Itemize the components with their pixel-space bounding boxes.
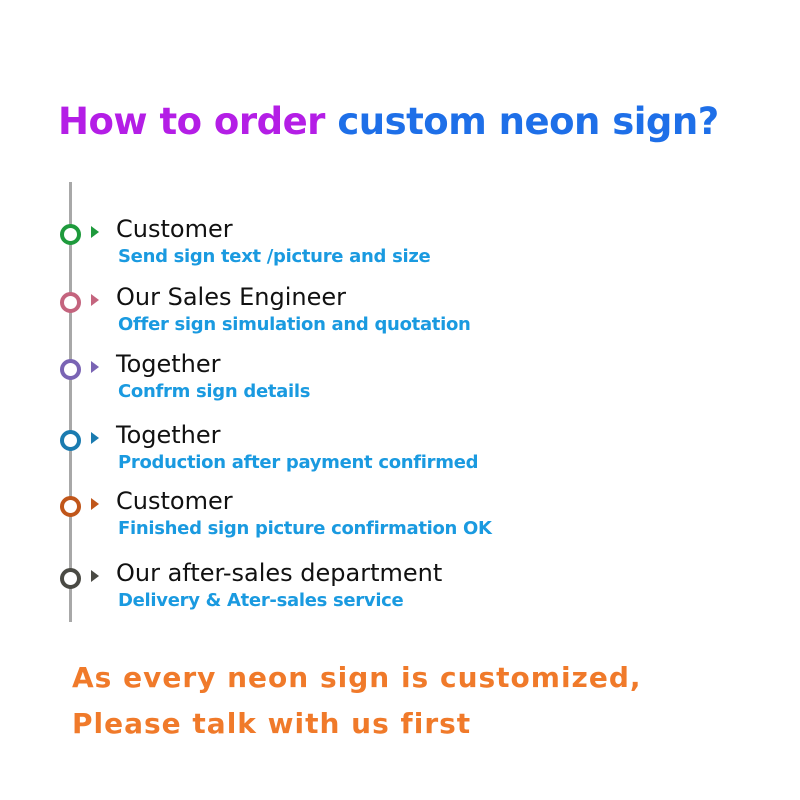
arrow-right-icon xyxy=(91,294,99,306)
ring-bullet-icon xyxy=(60,292,81,313)
step-description: Offer sign simulation and quotation xyxy=(118,314,471,335)
step-title: Together xyxy=(116,350,221,378)
step-description: Send sign text /picture and size xyxy=(118,246,431,267)
page-title: How to order custom neon sign? xyxy=(58,98,719,146)
step-description: Confrm sign details xyxy=(118,381,311,402)
step-title: Together xyxy=(116,421,221,449)
arrow-right-icon xyxy=(91,361,99,373)
step-6: Our after-sales department Delivery & At… xyxy=(0,556,800,616)
step-title: Our Sales Engineer xyxy=(116,283,346,311)
step-description: Production after payment confirmed xyxy=(118,452,479,473)
ring-bullet-icon xyxy=(60,496,81,517)
footer-line-2: Please talk with us first xyxy=(72,707,472,740)
step-5: Customer Finished sign picture confirmat… xyxy=(0,484,800,544)
step-1: Customer Send sign text /picture and siz… xyxy=(0,212,800,272)
ring-bullet-icon xyxy=(60,430,81,451)
step-4: Together Production after payment confir… xyxy=(0,418,800,478)
arrow-right-icon xyxy=(91,570,99,582)
step-3: Together Confrm sign details xyxy=(0,347,800,407)
step-title: Our after-sales department xyxy=(116,559,443,587)
step-title: Customer xyxy=(116,215,233,243)
timeline-line xyxy=(69,182,72,622)
title-part-1: How to order xyxy=(58,100,338,143)
ring-bullet-icon xyxy=(60,224,81,245)
step-description: Finished sign picture confirmation OK xyxy=(118,518,492,539)
arrow-right-icon xyxy=(91,498,99,510)
step-description: Delivery & Ater-sales service xyxy=(118,590,404,611)
title-part-2: custom neon sign? xyxy=(337,100,719,143)
ring-bullet-icon xyxy=(60,359,81,380)
footer-line-1: As every neon sign is customized, xyxy=(72,661,642,694)
arrow-right-icon xyxy=(91,432,99,444)
step-title: Customer xyxy=(116,487,233,515)
step-2: Our Sales Engineer Offer sign simulation… xyxy=(0,280,800,340)
ring-bullet-icon xyxy=(60,568,81,589)
arrow-right-icon xyxy=(91,226,99,238)
